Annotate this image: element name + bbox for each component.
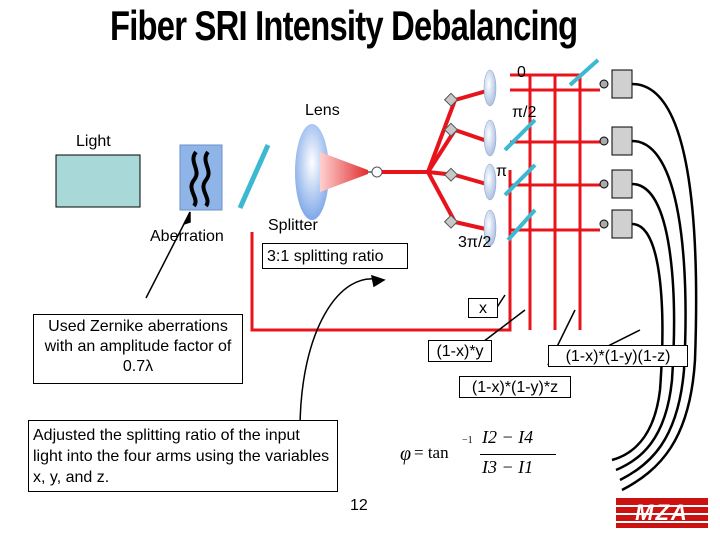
aberration-plate (179, 144, 223, 211)
phase-formula: φ = tan −1 I2 − I4 I3 − I1 (400, 425, 560, 487)
formula-denominator: I3 − I1 (482, 457, 534, 477)
fraction-bar (480, 454, 556, 455)
focus-beam (320, 152, 368, 192)
fiber-couplers (443, 92, 459, 229)
mza-logo-text: MZA (635, 500, 689, 525)
aberration-arrow (145, 211, 191, 299)
label-aberration: Aberration (150, 228, 224, 245)
formula-tan: = tan (414, 443, 449, 462)
fiber-input-coupler (371, 166, 383, 178)
detectors (599, 69, 633, 239)
label-phase-3pi2: 3π/2 (458, 234, 492, 251)
arm-splitters (503, 58, 600, 242)
arm-label-1mx-y: (1-x)*y (428, 340, 492, 362)
zernike-note: Used Zernike aberrations with an amplitu… (33, 314, 243, 384)
adjusted-note: Adjusted the splitting ratio of the inpu… (28, 420, 338, 492)
formula-numerator: I2 − I4 (482, 427, 534, 447)
reference-fiber (250, 170, 512, 332)
label-phase-0: 0 (517, 64, 526, 81)
arm-label-1mx-1my-z: (1-x)*(1-y)*z (459, 376, 571, 398)
collimator-lenses (483, 69, 497, 247)
fiber-verticals (510, 73, 600, 330)
label-splitter: Splitter (268, 217, 318, 234)
page-number: 12 (350, 497, 368, 514)
light-source (55, 154, 141, 208)
label-phase-pi2: π/2 (512, 104, 537, 121)
splitting-ratio-box: 3:1 splitting ratio (262, 243, 408, 269)
lens-icon (295, 124, 329, 220)
adjusted-arrow (299, 274, 386, 431)
mza-logo (616, 498, 708, 528)
page-title: Fiber SRI Intensity Debalancing (110, 2, 578, 49)
fiber-fanout (382, 88, 491, 232)
label-light: Light (76, 133, 111, 150)
formula-phi: φ (400, 443, 412, 465)
label-phase-pi: π (496, 163, 508, 180)
formula-sup: −1 (462, 435, 473, 446)
label-lens: Lens (305, 102, 340, 119)
arm-label-1mx-1my-1mz: (1-x)*(1-y)(1-z) (548, 345, 688, 367)
splitter-input (237, 143, 271, 210)
arm-label-x: x (468, 298, 498, 318)
